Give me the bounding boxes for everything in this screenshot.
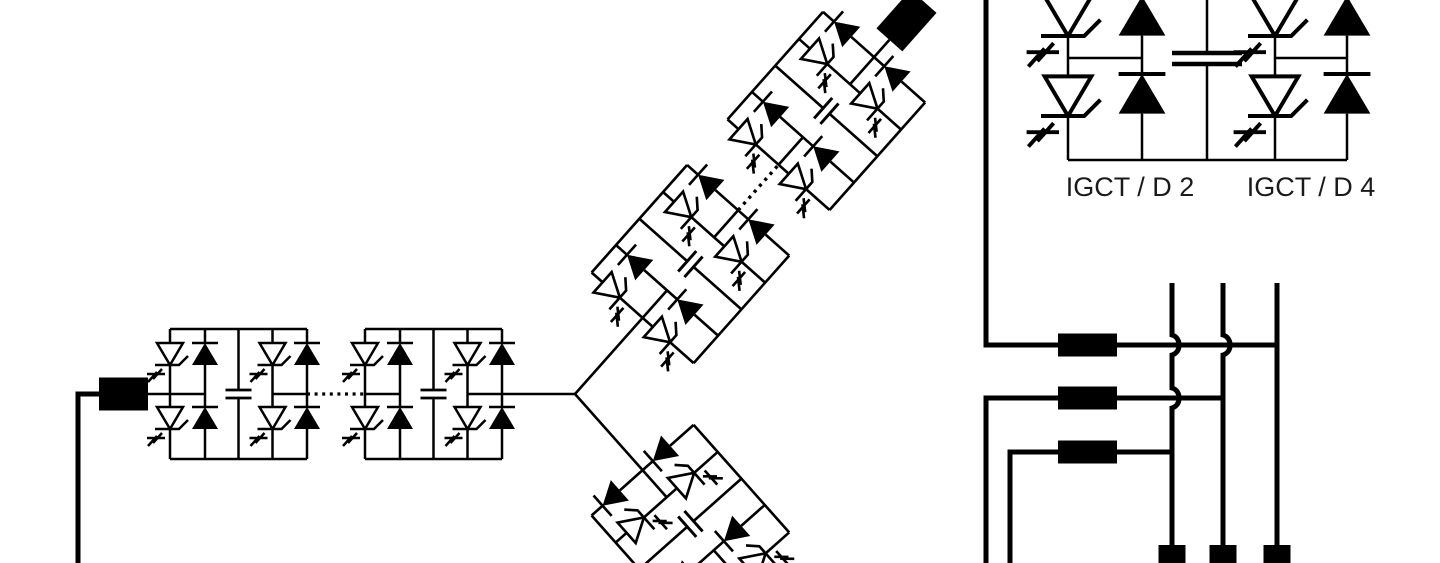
igct-symbol (1231, 0, 1310, 69)
output-bus (983, 0, 1291, 563)
detail-cell-label-right: IGCT / D 4 (1247, 172, 1376, 202)
left-feeder-wire (75, 391, 99, 563)
hbridge-cell (342, 329, 515, 459)
bus-wire-top (983, 0, 1058, 348)
inductor-block (99, 377, 148, 411)
hbridge-cell (583, 415, 806, 563)
phase-conductor (1169, 283, 1182, 545)
terminal-pad (1158, 545, 1186, 563)
lower-chain-arm (574, 393, 941, 563)
diode-symbol (1321, 72, 1373, 116)
terminal-pad (1209, 545, 1237, 563)
dotted-continuation (736, 163, 780, 212)
inductor-block (1058, 440, 1117, 464)
hbridge-cell (576, 155, 799, 381)
terminal-pad (1263, 545, 1291, 563)
bus-wire-bottom (1007, 449, 1058, 563)
detail-cell-label-left: IGCT / D 2 (1066, 172, 1195, 202)
hbridge-cell (147, 329, 320, 459)
igct-symbol (1024, 0, 1103, 69)
inductor-block (1058, 386, 1117, 410)
inductor-block (1058, 333, 1117, 357)
igct-symbol (1024, 74, 1103, 149)
diode-symbol (1321, 0, 1373, 38)
diode-symbol (1116, 72, 1168, 116)
left-chain-arm (75, 329, 575, 563)
diode-symbol (1116, 0, 1168, 38)
detail-cell: IGCT / D 2 IGCT / D 4 (1024, 0, 1376, 202)
phase-conductor (1220, 283, 1233, 545)
upper-chain-arm (574, 0, 937, 395)
igct-symbol (1231, 74, 1310, 149)
inductor-block (876, 0, 937, 52)
bus-wire-mid (983, 395, 1058, 563)
